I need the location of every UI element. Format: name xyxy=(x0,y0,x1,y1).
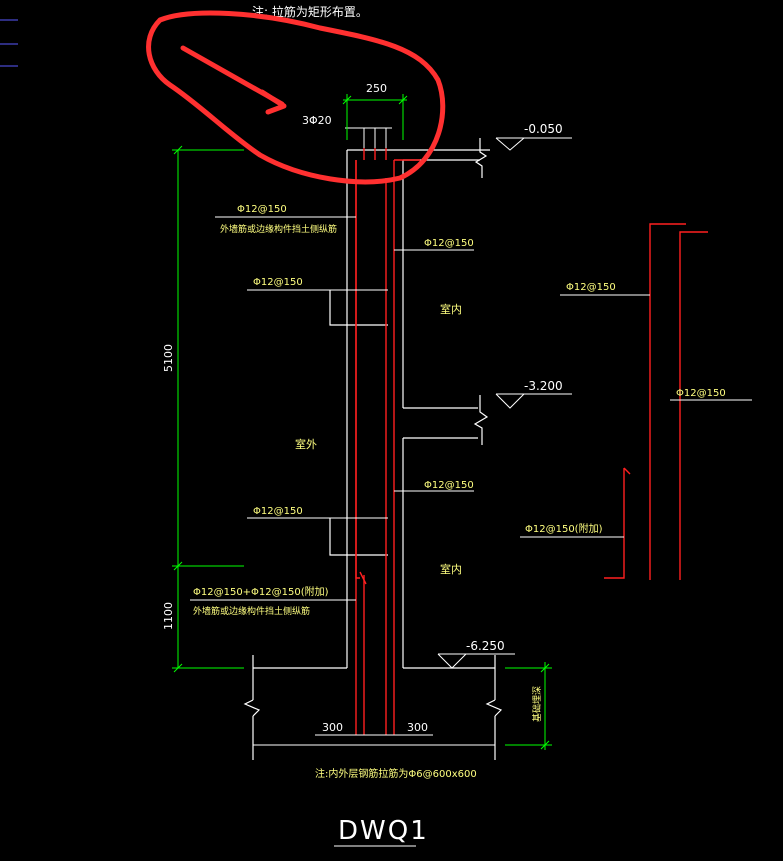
indoor-lower: 室内 xyxy=(440,562,462,576)
rebar-lines xyxy=(355,148,708,735)
outer-lower-label: Φ12@150+Φ12@150(附加) xyxy=(193,585,329,598)
outer-upper-note: 外墙筋或边缘构件挡土侧纵筋 xyxy=(220,223,337,235)
dimension-lines xyxy=(172,94,552,750)
outer-upper-label: Φ12@150 xyxy=(237,204,287,215)
base-left-dim: 300 xyxy=(322,721,343,734)
markup-cloud xyxy=(146,10,446,185)
elev-bottom: -6.250 xyxy=(466,639,505,653)
bottom-note: 注:内外层钢筋拉筋为Φ6@600x600 xyxy=(315,767,477,780)
outer-lower-note: 外墙筋或边缘构件挡土侧纵筋 xyxy=(193,605,310,617)
height-lower-dim: 1100 xyxy=(162,602,175,630)
elev-top: -0.050 xyxy=(524,122,563,136)
wall-outline xyxy=(243,138,503,760)
outdoor: 室外 xyxy=(295,437,317,451)
elevation-marks xyxy=(437,137,572,669)
detail-right-a: Φ12@150 xyxy=(566,282,616,293)
outer-mid-upper-label: Φ12@150 xyxy=(253,277,303,288)
indoor-upper: 室内 xyxy=(440,302,462,316)
inner-lower-label: Φ12@150 xyxy=(424,480,474,491)
markup-arrow-head xyxy=(259,89,287,115)
inner-upper-label: Φ12@150 xyxy=(424,238,474,249)
outer-mid-lower-label: Φ12@150 xyxy=(253,506,303,517)
top-width-dim: 250 xyxy=(366,82,387,95)
foundation-depth-label: 基础埋深 xyxy=(531,686,543,722)
leader-lines xyxy=(190,127,752,746)
height-upper-dim: 5100 xyxy=(162,344,175,372)
left-edge-marks xyxy=(0,19,18,67)
elev-middle: -3.200 xyxy=(524,379,563,393)
top-bars-label: 3Φ20 xyxy=(302,114,332,127)
detail-right-c: Φ12@150(附加) xyxy=(525,522,603,535)
base-right-dim: 300 xyxy=(407,721,428,734)
top-note: 注: 拉筋为矩形布置。 xyxy=(252,4,368,19)
markup-annotation xyxy=(146,10,446,185)
drawing-title: DWQ1 xyxy=(338,816,429,846)
detail-right-b: Φ12@150 xyxy=(676,388,726,399)
